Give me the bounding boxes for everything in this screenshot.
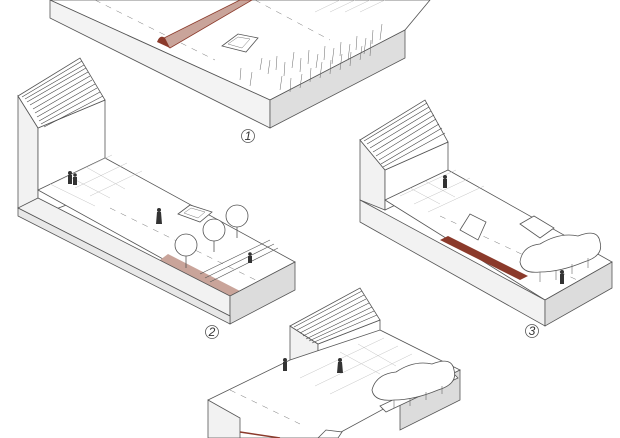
panel-1-car (221, 33, 259, 53)
panel-3-block-side-right (544, 261, 613, 327)
panel-2-people (68, 171, 252, 263)
panel-4-car (317, 429, 343, 438)
panel-4-people (283, 358, 343, 373)
panel-3-berm (440, 236, 528, 280)
panel-1-meadow (239, 23, 383, 93)
panel-4-building-roof (289, 287, 381, 345)
panel-1: 1 (49, 0, 431, 143)
panel-3-label: 3 (529, 324, 536, 338)
panel-2-building-roof (17, 57, 106, 129)
panel-3: 3 (359, 99, 613, 338)
panel-2-label: 2 (208, 325, 216, 339)
panel-3-tree-canopy (519, 232, 602, 282)
panel-3-people (443, 175, 564, 284)
panel-1-block-side-right (269, 29, 406, 129)
panel-4 (207, 287, 461, 438)
panel-2: 2 (17, 57, 296, 339)
panel-2-car (177, 204, 213, 223)
panel-4-tree-canopy (371, 360, 456, 408)
panel-3-cars (459, 213, 555, 241)
panel-2-block-side-right (229, 261, 296, 325)
panel-4-block-side-left (207, 399, 241, 438)
panel-2-trees (174, 204, 249, 268)
panel-3-building-roof (359, 99, 449, 171)
panel-1-label: 1 (245, 129, 252, 143)
